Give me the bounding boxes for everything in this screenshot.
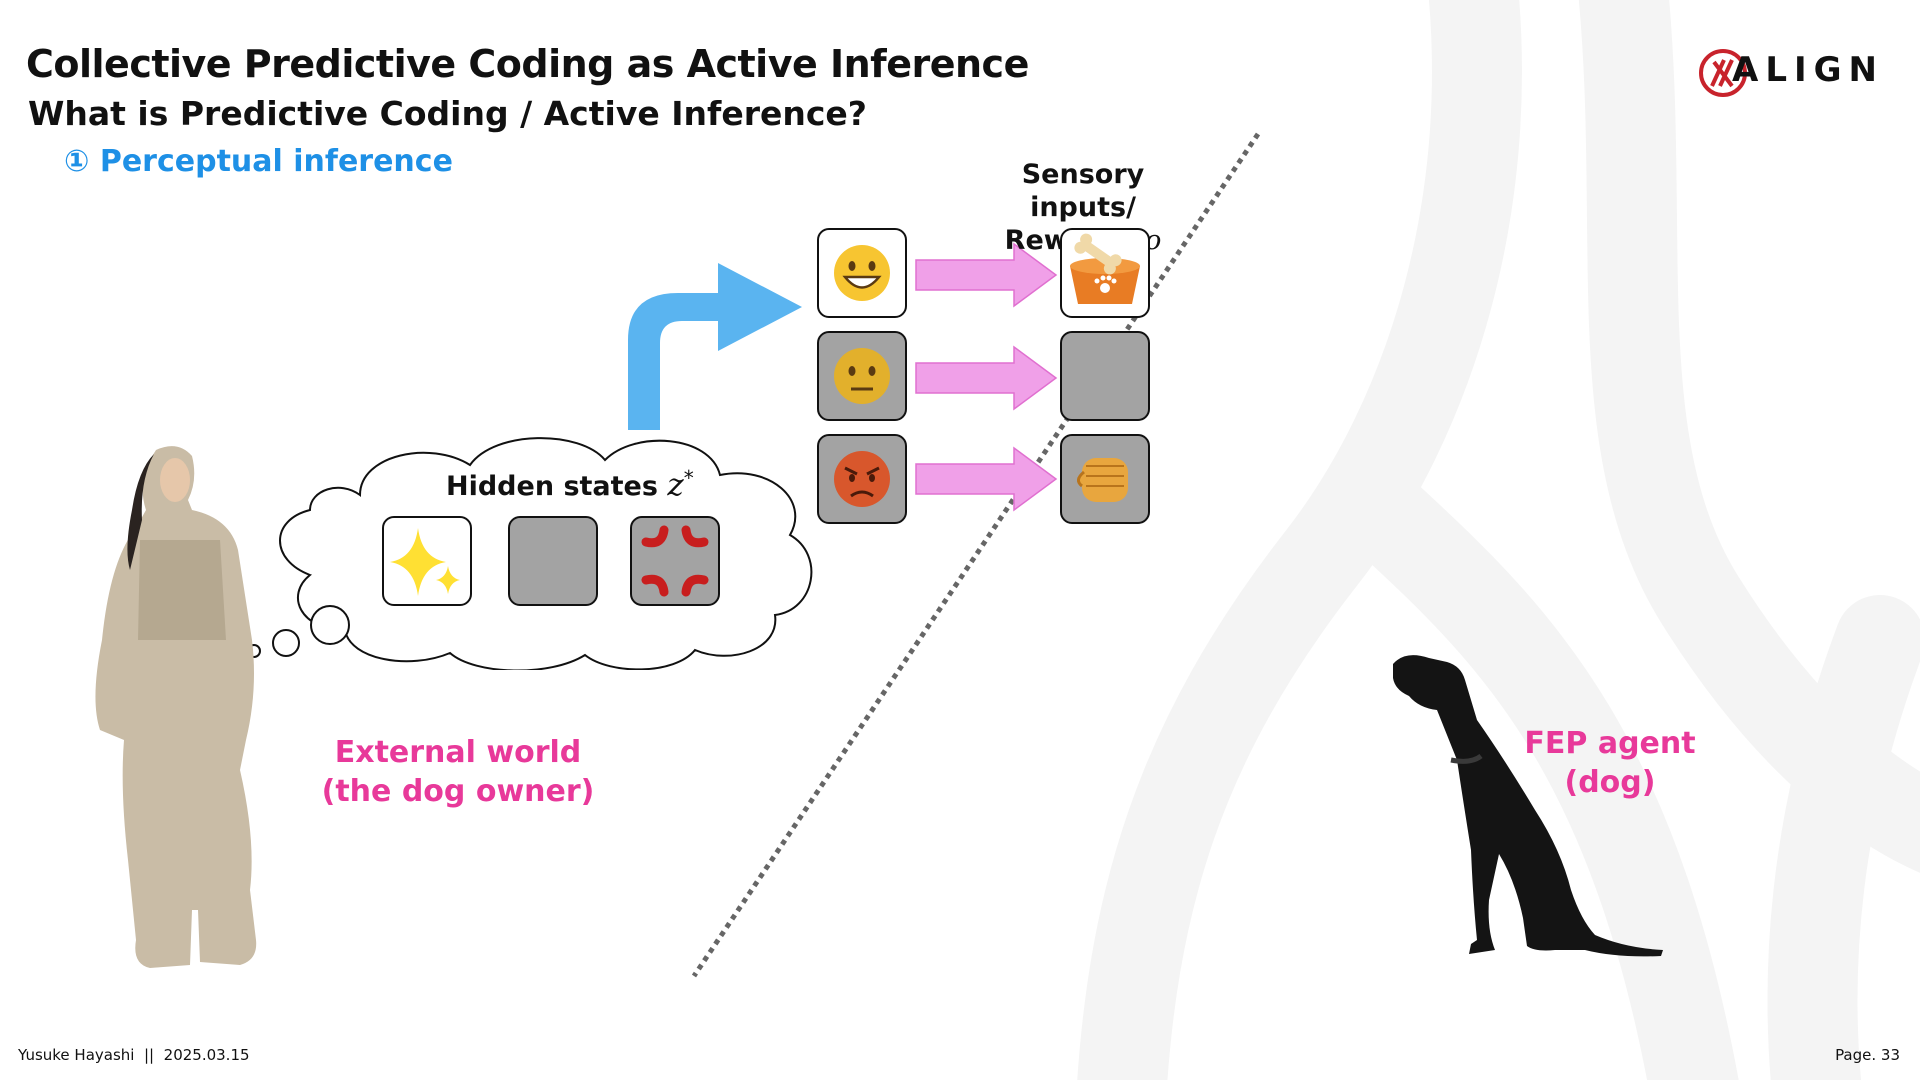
sensory-inputs-label: Sensory inputs/ Rewards o: [1005, 159, 1162, 256]
hidden-state-tile-anger: [630, 516, 720, 606]
angry-face-icon: [834, 451, 890, 507]
owner-face-tile-happy: [817, 228, 907, 318]
slide-subtitle: What is Predictive Coding / Active Infer…: [28, 94, 867, 133]
fist-icon: [1077, 458, 1128, 502]
input-tile-fist: [1060, 434, 1150, 524]
input-tile-dog-bowl: [1060, 228, 1150, 318]
fep-agent-label: FEP agent (dog): [1524, 726, 1696, 800]
owner-face-tile-angry: [817, 434, 907, 524]
pink-arrow-2: [915, 345, 1058, 411]
neutral-face-icon: [834, 348, 890, 404]
hidden-state-tile-sparkles: [382, 516, 472, 606]
logo-text: ALIGN: [1732, 50, 1884, 90]
pink-arrow-3: [915, 446, 1058, 512]
footer-author: Yusuke Hayashi: [18, 1046, 135, 1064]
external-world-label: External world (the dog owner): [321, 735, 595, 809]
footer-separator: ||: [144, 1046, 155, 1064]
dog-bowl-with-bone-icon: [1070, 233, 1140, 304]
pink-arrow-1: [915, 242, 1058, 308]
page-number: Page. 33: [1835, 1046, 1900, 1064]
blue-curved-arrow: [628, 263, 802, 430]
anger-symbol-icon: [641, 525, 709, 597]
grinning-face-icon: [834, 245, 890, 301]
hidden-states-label: Hidden states z*: [446, 466, 694, 503]
hidden-state-tile-blank: [508, 516, 598, 606]
sparkles-icon: [390, 528, 460, 596]
input-tile-blank: [1060, 331, 1150, 421]
dog-figure: [1393, 655, 1663, 957]
section-heading: ① Perceptual inference: [64, 144, 453, 179]
footer-date: 2025.03.15: [163, 1046, 250, 1064]
align-logo-icon: [1699, 49, 1747, 97]
dog-owner-figure: [95, 446, 257, 969]
owner-face-tile-neutral: [817, 331, 907, 421]
slide-title: Collective Predictive Coding as Active I…: [26, 42, 1029, 86]
footer-credit: Yusuke Hayashi || 2025.03.15: [18, 1046, 250, 1064]
